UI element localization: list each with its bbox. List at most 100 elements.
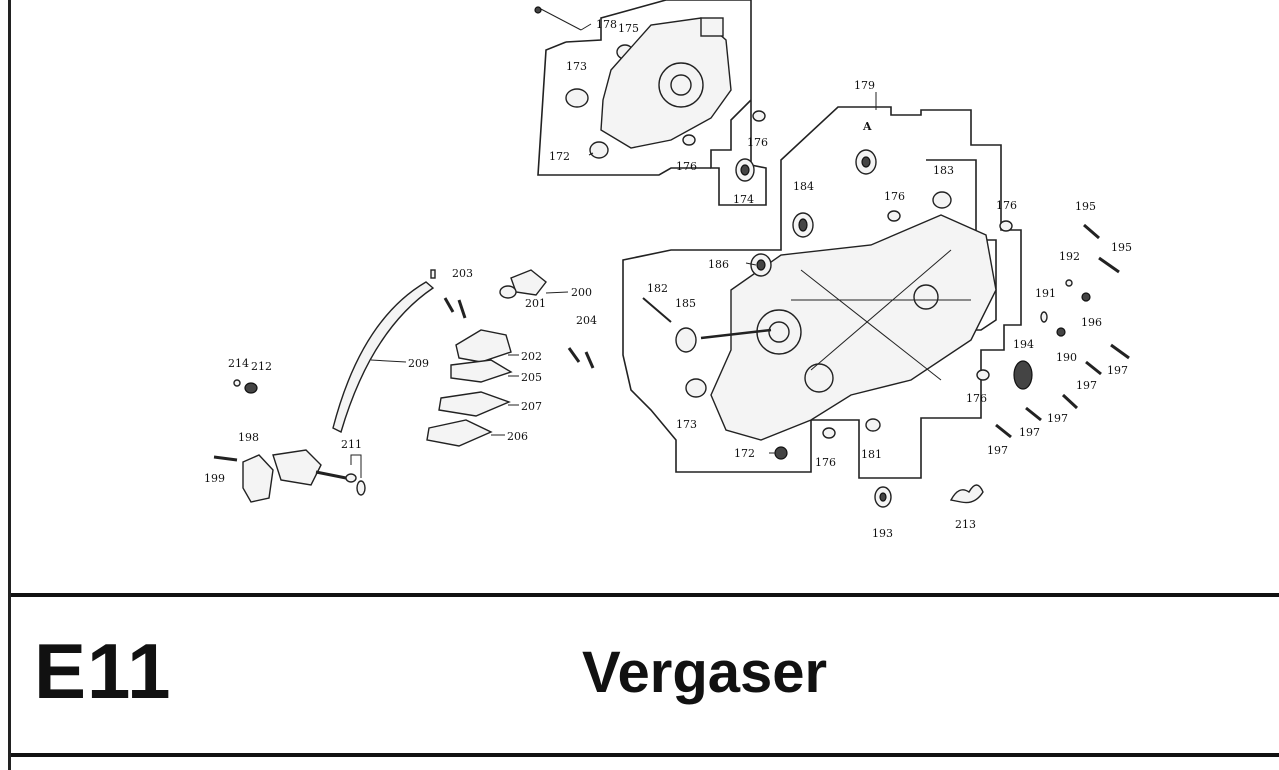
callout-190: 190: [1056, 351, 1077, 364]
bolt-197-e: [995, 423, 1012, 439]
bearing-186-center: [756, 259, 766, 271]
callout-172-lower: 172: [734, 447, 755, 460]
leader-211: [350, 454, 362, 478]
callout-186: 186: [708, 258, 729, 271]
callout-176-upper-b: 176: [747, 136, 768, 149]
upper-casing-bore-inner: [670, 74, 692, 96]
leader-178: [580, 23, 592, 31]
bolt-197-a: [1085, 360, 1102, 376]
callout-214: 214: [228, 357, 249, 370]
part-212: [244, 382, 258, 394]
screw-204-a: [567, 347, 581, 363]
group-outline-main: [622, 106, 1022, 479]
callout-195-a: 195: [1075, 200, 1096, 213]
callout-206: 206: [507, 430, 528, 443]
part-192: [1065, 279, 1073, 287]
bolt-head-178: [534, 6, 542, 14]
valve-207: [438, 391, 511, 417]
callout-A: A: [862, 120, 872, 133]
part-183: [932, 191, 952, 209]
callout-176-right: 176: [996, 199, 1017, 212]
callout-173-lower: 173: [676, 418, 697, 431]
bolt-195-a: [1083, 223, 1100, 240]
callout-176-mid: 176: [884, 190, 905, 203]
callout-176-lower: 176: [815, 456, 836, 469]
callout-178: 178: [596, 18, 617, 31]
callout-205: 205: [521, 371, 542, 384]
callout-198: 198: [238, 431, 259, 444]
upper-casing-block: [700, 17, 724, 37]
seal-174-center: [740, 164, 750, 176]
gasket-206: [426, 419, 493, 447]
callout-181: 181: [861, 448, 882, 461]
bolt-197-b: [1110, 343, 1130, 360]
clip-213: [949, 484, 984, 504]
crankcase-right-bore: [913, 284, 939, 310]
callout-175: 175: [618, 22, 639, 35]
callout-173-upper: 173: [566, 60, 587, 73]
crankcase-main-bore-inner: [768, 321, 790, 343]
part-176-upper-b: [752, 110, 766, 122]
screw-203-b: [457, 299, 467, 319]
exploded-parts-diagram: 178 175 173 172 176 176 174 179 A 184 17…: [11, 0, 1279, 593]
callout-200: 200: [571, 286, 592, 299]
callout-194: 194: [1013, 338, 1034, 351]
screw-199: [213, 455, 238, 462]
part-211-a: [345, 473, 357, 483]
group-outline-upper-left: [537, 41, 711, 176]
bolt-195-b: [1098, 256, 1120, 274]
pulley-194: [1013, 360, 1033, 390]
callout-201: 201: [525, 297, 546, 310]
callout-196: 196: [1081, 316, 1102, 329]
callout-192: 192: [1059, 250, 1080, 263]
bearing-184-center: [798, 218, 808, 232]
callout-174: 174: [733, 193, 754, 206]
part-176-mid: [887, 210, 901, 222]
callout-172-upper: 172: [549, 150, 570, 163]
carburetor-body: [272, 449, 322, 486]
section-code: E11: [34, 627, 172, 715]
part-176-upper-a: [682, 134, 696, 146]
callout-213: 213: [955, 518, 976, 531]
section-title: Vergaser: [582, 640, 828, 705]
callout-204: 204: [576, 314, 597, 327]
crankcase-rib-b: [810, 249, 952, 371]
part-173-upper: [565, 88, 589, 108]
bolt-178: [538, 7, 582, 31]
part-176-right: [999, 220, 1013, 232]
leader-209: [370, 359, 407, 363]
group-outline-upper: [565, 0, 767, 206]
leader-172-upper: [588, 152, 594, 156]
callout-197-a: 197: [1076, 379, 1097, 392]
seal-193-center: [879, 492, 887, 502]
section-divider-bottom: [11, 753, 1279, 757]
callout-191: 191: [1035, 287, 1056, 300]
part-196: [1081, 292, 1091, 302]
callout-176-right-lower: 176: [966, 392, 987, 405]
part-172-upper: [589, 141, 609, 159]
part-214: [233, 379, 241, 387]
leader-200: [545, 291, 569, 294]
pin-182: [642, 297, 672, 323]
bracket-198: [242, 454, 274, 503]
callout-193: 193: [872, 527, 893, 540]
callout-211: 211: [341, 438, 362, 451]
callout-195-b: 195: [1111, 241, 1132, 254]
part-176-right-lower: [976, 369, 990, 381]
callout-183: 183: [933, 164, 954, 177]
callout-197-d: 197: [1019, 426, 1040, 439]
callout-212: 212: [251, 360, 272, 373]
part-211-b: [356, 480, 366, 496]
callout-184: 184: [793, 180, 814, 193]
callout-197-b: 197: [1107, 364, 1128, 377]
leader-186: [745, 262, 757, 266]
main-crankcase: [710, 214, 997, 441]
page-left-border: [8, 0, 11, 770]
bolt-197-d: [1025, 406, 1042, 422]
callout-182: 182: [647, 282, 668, 295]
callout-199: 199: [204, 472, 225, 485]
diagram-svg: 178 175 173 172 176 176 174 179 A 184 17…: [204, 0, 1132, 540]
bolt-197-c: [1061, 393, 1079, 410]
callout-209: 209: [408, 357, 429, 370]
part-181: [865, 418, 881, 432]
